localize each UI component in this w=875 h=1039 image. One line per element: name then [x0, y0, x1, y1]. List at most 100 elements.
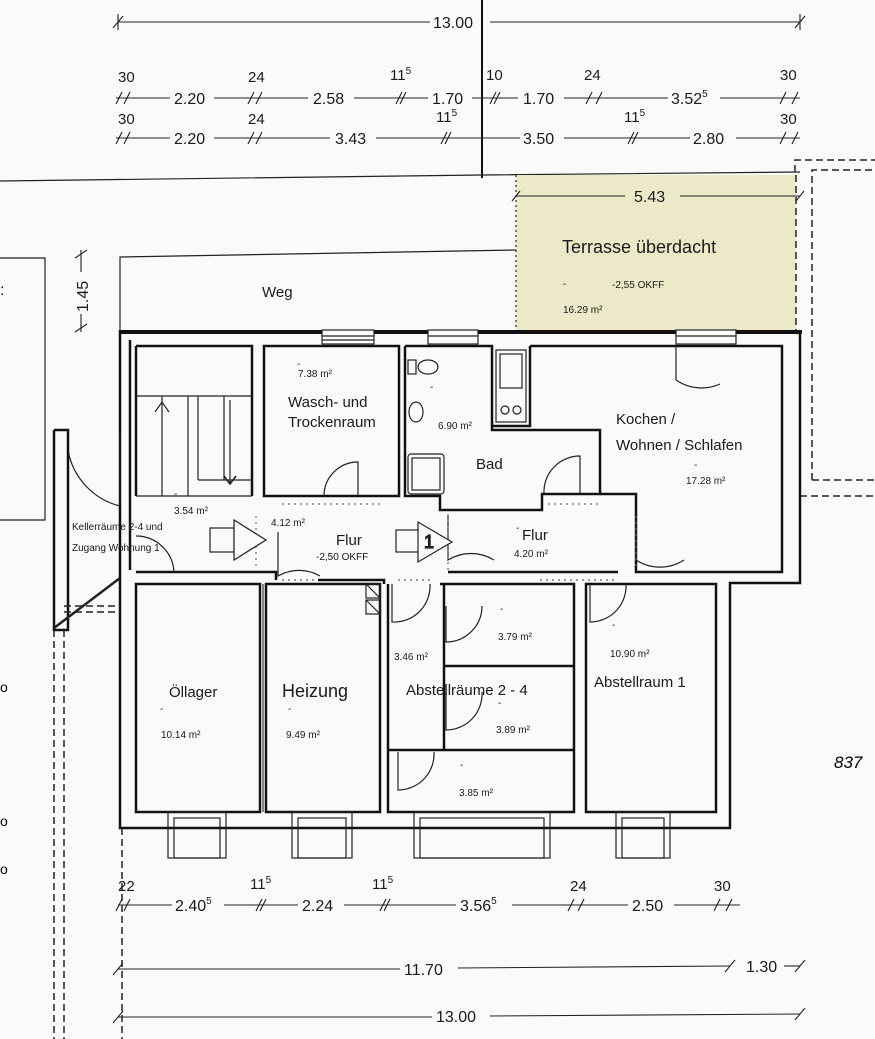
dimension-path-depth: 1.45 [72, 249, 92, 333]
wall-30: 30 [780, 111, 797, 128]
span-1-70-a: 1.70 [432, 91, 463, 108]
wall-11-5: 115 [390, 66, 412, 84]
dimension-top-overall: 13.00 [112, 14, 806, 32]
wall-11-5: 115 [624, 108, 646, 126]
dimension-row-top-2: 30 2.20 24 3.43 115 3.50 115 2.80 30 [115, 108, 800, 148]
bath-label: Bad [476, 456, 503, 473]
dim-terrace-width: 5.43 [634, 189, 665, 206]
span-2-80: 2.80 [693, 131, 724, 148]
wall-30: 30 [118, 111, 135, 128]
bath-fixtures [407, 349, 527, 495]
laundry-label-2: Trockenraum [288, 414, 376, 431]
entry-arrow-stair [209, 518, 268, 562]
svg-text:-: - [160, 704, 163, 715]
storage1-label: Abstellraum 1 [594, 674, 686, 691]
terrace-level: -2,55 OKFF [612, 280, 664, 291]
svg-text:-: - [288, 704, 291, 715]
door-thresholds [255, 503, 637, 581]
span-2-20: 2.20 [174, 91, 205, 108]
heating-area: 9.49 m² [286, 730, 321, 741]
wall-24: 24 [570, 878, 587, 895]
wall-11-5: 115 [372, 875, 394, 893]
staircase [136, 395, 252, 497]
entrance-walls: o o o [0, 428, 123, 1039]
span-3-52-5: 3.525 [671, 89, 708, 108]
storage-b-area: 3.79 m² [498, 632, 533, 643]
laundry-label-1: Wasch- und [288, 394, 367, 411]
doors [67, 346, 721, 791]
hall2-label: Flur [522, 527, 548, 544]
windows [167, 329, 737, 859]
path-label: Weg [262, 284, 293, 301]
span-2-20: 2.20 [174, 131, 205, 148]
bath-area: 6.90 m² [438, 421, 473, 432]
wall-24: 24 [248, 69, 265, 86]
svg-text:-: - [516, 523, 519, 534]
storage-a-area: 3.46 m² [394, 652, 429, 663]
boundary-line [0, 171, 801, 182]
svg-text:-: - [430, 382, 433, 393]
svg-text:-: - [500, 604, 503, 615]
living-label-1: Kochen / [616, 411, 676, 428]
dim-overall-top: 13.00 [433, 15, 473, 32]
hall1-label: Flur [336, 532, 362, 549]
span-1-70-b: 1.70 [523, 91, 554, 108]
oil-storage-label: Öllager [169, 683, 217, 701]
dim-overall-bottom: 13.00 [436, 1009, 476, 1026]
entry-arrow-apartment-1: 1 [395, 520, 454, 564]
dim-11-70: 11.70 [404, 962, 443, 979]
svg-text:-: - [612, 620, 615, 631]
stair-area: 3.54 m² [174, 506, 209, 517]
hall1-area: 4.12 m² [271, 518, 306, 529]
hall1-level: -2,50 OKFF [316, 552, 368, 563]
terrace-area: 16.29 m² [563, 305, 603, 316]
storage1-area: 10.90 m² [610, 649, 650, 660]
stair-label-1: Kellerräume 2-4 und [72, 522, 163, 533]
neighbor-building [0, 257, 46, 521]
oil-storage-area: 10.14 m² [161, 730, 201, 741]
wall-24: 24 [248, 111, 265, 128]
wall-10: 10 [486, 67, 503, 84]
stair-label-2: Zugang Wohnung 1 [72, 543, 160, 554]
storage-d-area: 3.85 m² [459, 788, 494, 799]
laundry-marker: - [297, 359, 300, 370]
dimension-bottom-overall: 13.00 [112, 1007, 806, 1026]
span-3-43: 3.43 [335, 131, 366, 148]
dimension-row-bottom-1: 22 2.405 115 2.24 115 3.565 24 2.50 30 [115, 875, 740, 915]
dimension-row-top-1: 30 2.20 24 2.58 115 1.70 10 1.70 24 3.52… [115, 66, 800, 108]
heating-label: Heizung [282, 681, 348, 701]
edge-mark: o [0, 813, 8, 829]
dim-1-30: 1.30 [746, 959, 777, 976]
building-walls [118, 330, 802, 830]
wall-30: 30 [714, 878, 731, 895]
edge-mark: o [0, 679, 8, 695]
terrace-label: Terrasse überdacht [562, 237, 716, 257]
wall-11-5: 115 [436, 108, 458, 126]
span-3-56-5: 3.565 [460, 896, 497, 915]
entry-number: 1 [424, 532, 434, 552]
span-3-50: 3.50 [523, 131, 554, 148]
hall2-area: 4.20 m² [514, 549, 549, 560]
storage-group-label: Abstellräume 2 - 4 [406, 682, 528, 699]
path-area: Weg [119, 249, 517, 330]
svg-text:-: - [563, 279, 566, 290]
page-number: 837 [834, 753, 863, 772]
span-2-50: 2.50 [632, 898, 663, 915]
living-area: 17.28 m² [686, 476, 726, 487]
svg-text:-: - [498, 698, 501, 709]
span-2-58: 2.58 [313, 91, 344, 108]
laundry-area: 7.38 m² [298, 369, 333, 380]
svg-text:-: - [174, 489, 177, 500]
wall-24: 24 [584, 67, 601, 84]
span-2-24: 2.24 [302, 898, 333, 915]
wall-30: 30 [118, 69, 135, 86]
neighbor-outline [811, 169, 875, 480]
terrace: 5.43 Terrasse überdacht - -2,55 OKFF 16.… [511, 175, 805, 330]
living-label-2: Wohnen / Schlafen [616, 437, 742, 454]
span-2-40-5: 2.405 [175, 896, 212, 915]
neighbor-mark: : [0, 282, 4, 299]
svg-text:-: - [460, 760, 463, 771]
dim-path-depth: 1.45 [75, 281, 92, 312]
wall-30: 30 [780, 67, 797, 84]
